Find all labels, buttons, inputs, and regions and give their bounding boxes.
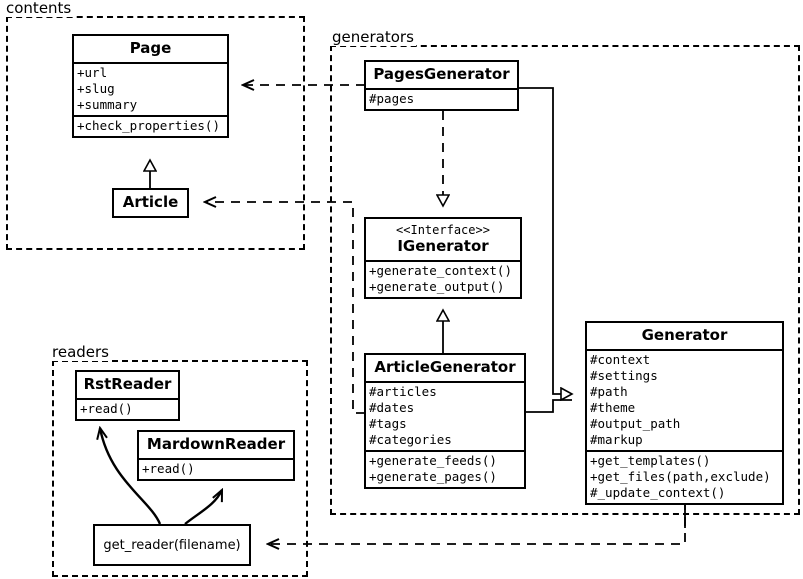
- method-row: +read(): [142, 461, 195, 476]
- package-contents: [6, 16, 305, 250]
- class-generator-title: Generator: [641, 326, 728, 344]
- attribute-row: #markup: [590, 432, 643, 447]
- class-rst-reader-methods: +read(): [77, 398, 178, 419]
- class-pages-generator[interactable]: PagesGenerator #pages: [364, 60, 519, 111]
- attribute-row: #categories: [369, 432, 452, 447]
- function-get-reader[interactable]: get_reader(filename): [93, 524, 251, 566]
- method-row: +generate_pages(): [369, 469, 497, 484]
- class-page-methods: +check_properties(): [74, 115, 227, 136]
- class-generator-attributes: #context #settings #path #theme #output_…: [587, 349, 782, 450]
- attribute-row: +url: [77, 65, 108, 80]
- attribute-row: #articles: [369, 384, 437, 399]
- class-article-generator-methods: +generate_feeds() +generate_pages(): [366, 450, 524, 487]
- method-row: +check_properties(): [77, 118, 220, 133]
- class-article-generator-title: ArticleGenerator: [374, 358, 516, 376]
- class-igenerator-stereotype: <<Interface>>: [396, 223, 490, 237]
- attribute-row: #pages: [369, 91, 415, 106]
- method-row: +generate_output(): [369, 279, 505, 294]
- package-generators-label: generators: [330, 28, 416, 46]
- class-article-title: Article: [122, 193, 179, 211]
- package-contents-label: contents: [4, 0, 74, 17]
- attribute-row: #dates: [369, 400, 415, 415]
- class-igenerator-methods: +generate_context() +generate_output(): [366, 260, 520, 297]
- attribute-row: #tags: [369, 416, 407, 431]
- attribute-row: #context: [590, 352, 651, 367]
- attribute-row: #path: [590, 384, 628, 399]
- class-generator-methods: +get_templates() +get_files(path,exclude…: [587, 450, 782, 503]
- method-row: +read(): [80, 401, 133, 416]
- method-row: +generate_feeds(): [369, 453, 497, 468]
- method-row: +get_templates(): [590, 453, 711, 468]
- class-article-generator[interactable]: ArticleGenerator #articles #dates #tags …: [364, 353, 526, 489]
- method-row: +generate_context(): [369, 263, 512, 278]
- class-igenerator[interactable]: <<Interface>> IGenerator +generate_conte…: [364, 217, 522, 299]
- class-pages-generator-title: PagesGenerator: [373, 65, 510, 83]
- attribute-row: +slug: [77, 81, 115, 96]
- class-rst-reader-title: RstReader: [83, 375, 172, 393]
- class-pages-generator-attributes: #pages: [366, 88, 517, 109]
- package-readers-label: readers: [50, 343, 111, 361]
- method-row: +get_files(path,exclude): [590, 469, 771, 484]
- method-row: #_update_context(): [590, 485, 726, 500]
- attribute-row: +summary: [77, 97, 138, 112]
- class-page-title: Page: [129, 39, 172, 57]
- class-generator[interactable]: Generator #context #settings #path #them…: [585, 321, 784, 505]
- class-igenerator-title: <<Interface>> IGenerator: [366, 219, 520, 260]
- attribute-row: #output_path: [590, 416, 681, 431]
- class-rst-reader[interactable]: RstReader +read(): [75, 370, 180, 421]
- class-article-generator-attributes: #articles #dates #tags #categories: [366, 381, 524, 450]
- function-get-reader-label: get_reader(filename): [103, 537, 241, 553]
- class-mardown-reader-methods: +read(): [139, 458, 293, 479]
- package-readers: [52, 360, 308, 577]
- class-page[interactable]: Page +url +slug +summary +check_properti…: [72, 34, 229, 138]
- class-page-attributes: +url +slug +summary: [74, 62, 227, 115]
- class-article[interactable]: Article: [112, 188, 189, 218]
- class-mardown-reader[interactable]: MardownReader +read(): [137, 430, 295, 481]
- attribute-row: #settings: [590, 368, 658, 383]
- class-mardown-reader-title: MardownReader: [146, 435, 286, 453]
- attribute-row: #theme: [590, 400, 636, 415]
